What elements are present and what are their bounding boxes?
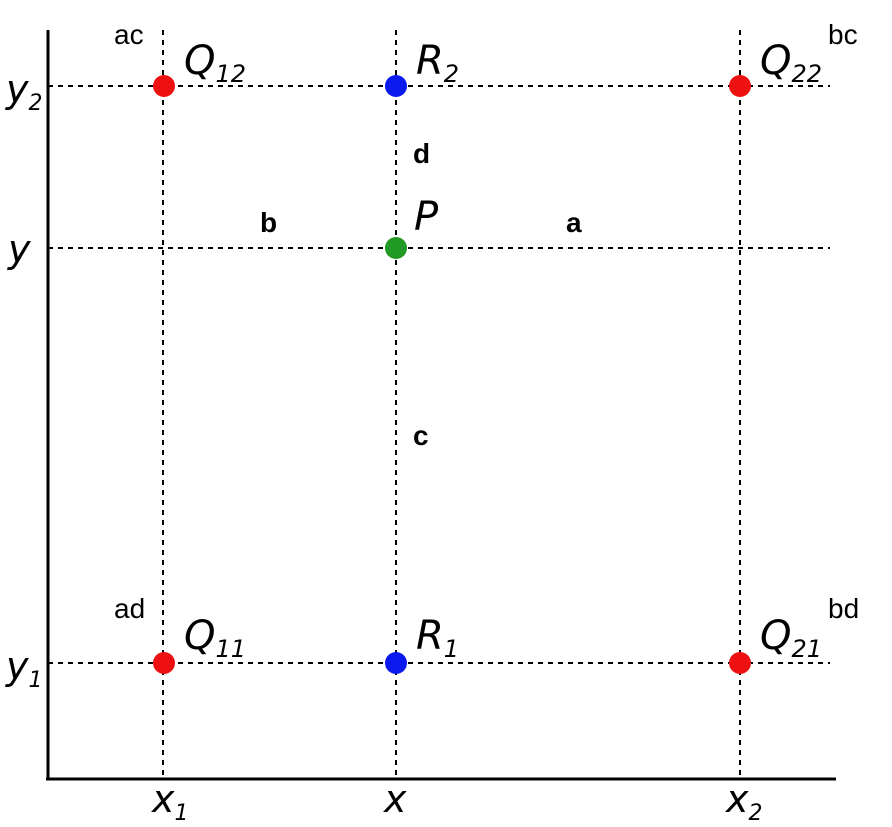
y-tick-label-y: y	[7, 227, 31, 271]
label-p: P	[414, 194, 439, 240]
point-q12	[153, 75, 175, 97]
guide-lines	[48, 30, 830, 779]
point-q21	[729, 652, 751, 674]
point-q22	[729, 75, 751, 97]
x-tick-labels: x1 x x2	[151, 777, 763, 826]
point-labels: Q12 R2 Q22 P Q11 R1 Q21	[184, 38, 822, 663]
label-q22: Q22	[760, 38, 822, 88]
y-tick-label-y1: y1	[5, 644, 43, 693]
y-tick-labels: y2 y y1	[5, 67, 43, 693]
x-tick-label-x2: x2	[725, 777, 763, 826]
point-r1	[385, 652, 407, 674]
point-r2	[385, 75, 407, 97]
segment-label-b: b	[260, 207, 277, 238]
label-q11: Q11	[184, 613, 246, 663]
corner-label-bottom-right: bd	[828, 593, 859, 624]
corner-label-bottom-left: ad	[114, 593, 145, 624]
label-q12: Q12	[184, 38, 246, 88]
segment-label-d: d	[413, 138, 430, 169]
label-r2: R2	[416, 38, 459, 88]
points	[153, 75, 751, 674]
corner-labels: ac bc ad bd	[114, 19, 859, 624]
segment-labels: a b c d	[260, 138, 582, 451]
point-p	[385, 237, 407, 259]
y-tick-label-y2: y2	[5, 67, 43, 116]
point-q11	[153, 652, 175, 674]
corner-label-top-right: bc	[828, 19, 858, 50]
axes	[46, 30, 836, 781]
x-tick-label-x: x	[383, 777, 407, 821]
corner-label-top-left: ac	[114, 19, 144, 50]
segment-label-a: a	[566, 207, 582, 238]
segment-label-c: c	[413, 420, 429, 451]
label-q21: Q21	[760, 613, 822, 663]
label-r1: R1	[416, 613, 459, 663]
x-tick-label-x1: x1	[151, 777, 189, 826]
